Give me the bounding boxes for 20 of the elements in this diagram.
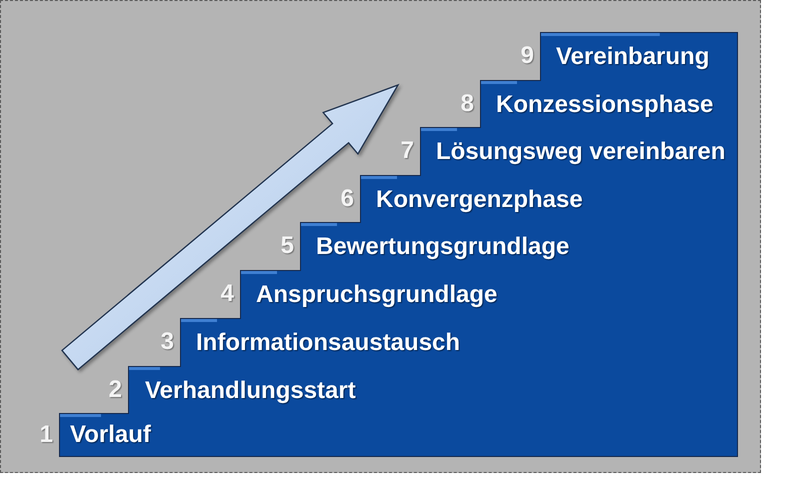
step-label: Bewertungsgrundlage: [316, 233, 570, 261]
step-number: 1: [40, 421, 53, 449]
stair-step: [540, 32, 738, 81]
step-number: 7: [400, 137, 414, 165]
step-number: 8: [460, 90, 474, 118]
step-number: 2: [108, 376, 122, 404]
step-number: 5: [280, 232, 294, 260]
step-label: Konzessionsphase: [496, 90, 714, 118]
step-number: 6: [340, 185, 354, 213]
stair-step: [59, 413, 738, 457]
step-label: Vorlauf: [70, 421, 151, 449]
step-label: Informationsaustausch: [196, 329, 460, 357]
step-number: 4: [220, 280, 234, 308]
step-label: Anspruchsgrundlage: [256, 281, 498, 309]
step-number: 3: [160, 328, 174, 356]
step-number: 9: [520, 42, 534, 70]
step-label: Verhandlungsstart: [145, 376, 356, 404]
step-label: Vereinbarung: [556, 43, 710, 71]
step-label: Lösungsweg vereinbaren: [436, 138, 726, 166]
step-label: Konvergenzphase: [376, 186, 583, 214]
